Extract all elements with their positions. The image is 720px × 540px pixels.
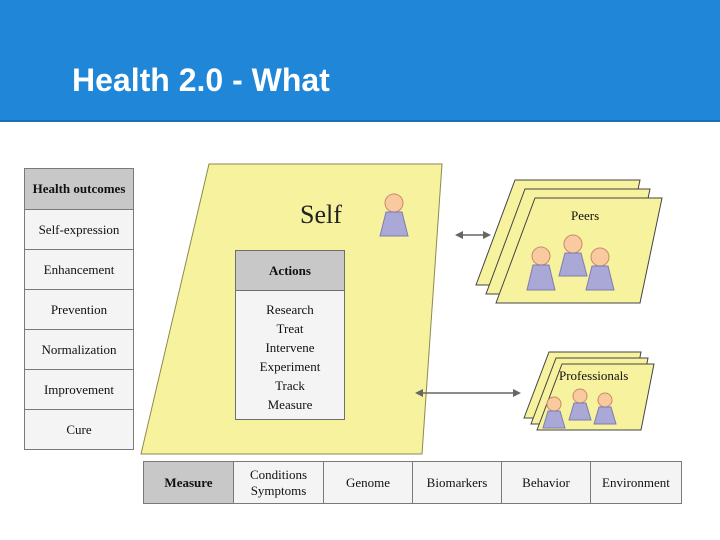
factors-table: Measure Conditions Symptoms Genome Bioma… [143, 461, 682, 504]
self-peers-arrow [455, 231, 491, 239]
action-item: Research [266, 302, 314, 317]
peers-label: Peers [571, 208, 600, 223]
professional-person-icon [568, 388, 592, 421]
factor-cell: Environment [590, 461, 682, 504]
outcome-cell: Improvement [24, 369, 134, 410]
outcome-cell: Self-expression [24, 209, 134, 250]
peer-person-icon [526, 246, 556, 291]
action-item: Measure [267, 397, 313, 412]
action-item: Track [275, 378, 305, 393]
factor-cell: Biomarkers [412, 461, 502, 504]
factor-cell: Behavior [501, 461, 591, 504]
slide-title: Health 2.0 - What [72, 62, 330, 98]
peer-person-icon [558, 234, 588, 277]
factor-cell: Genome [323, 461, 413, 504]
actions-box: Actions Research Treat Intervene Experim… [235, 250, 345, 420]
action-item: Treat [276, 321, 304, 336]
factor-cell: Conditions Symptoms [233, 461, 324, 504]
professional-person-icon [593, 392, 617, 425]
actions-header: Actions [235, 250, 345, 291]
health-outcomes-table: Health outcomes Self-expression Enhancem… [24, 168, 134, 450]
action-item: Experiment [259, 359, 321, 374]
actions-list: Research Treat Intervene Experiment Trac… [235, 291, 345, 420]
outcome-cell: Cure [24, 409, 134, 450]
action-item: Intervene [265, 340, 315, 355]
self-label: Self [300, 200, 342, 229]
slide-header-bar: Health 2.0 - What [0, 0, 720, 122]
professionals-label: Professionals [559, 368, 629, 383]
peer-person-icon [585, 247, 615, 291]
outcome-cell: Prevention [24, 289, 134, 330]
health-outcomes-header: Health outcomes [24, 168, 134, 210]
self-professionals-arrow [415, 389, 521, 397]
self-person-icon [379, 193, 409, 237]
outcome-cell: Normalization [24, 329, 134, 370]
outcome-cell: Enhancement [24, 249, 134, 290]
factors-header: Measure [143, 461, 234, 504]
professional-person-icon [542, 396, 566, 429]
